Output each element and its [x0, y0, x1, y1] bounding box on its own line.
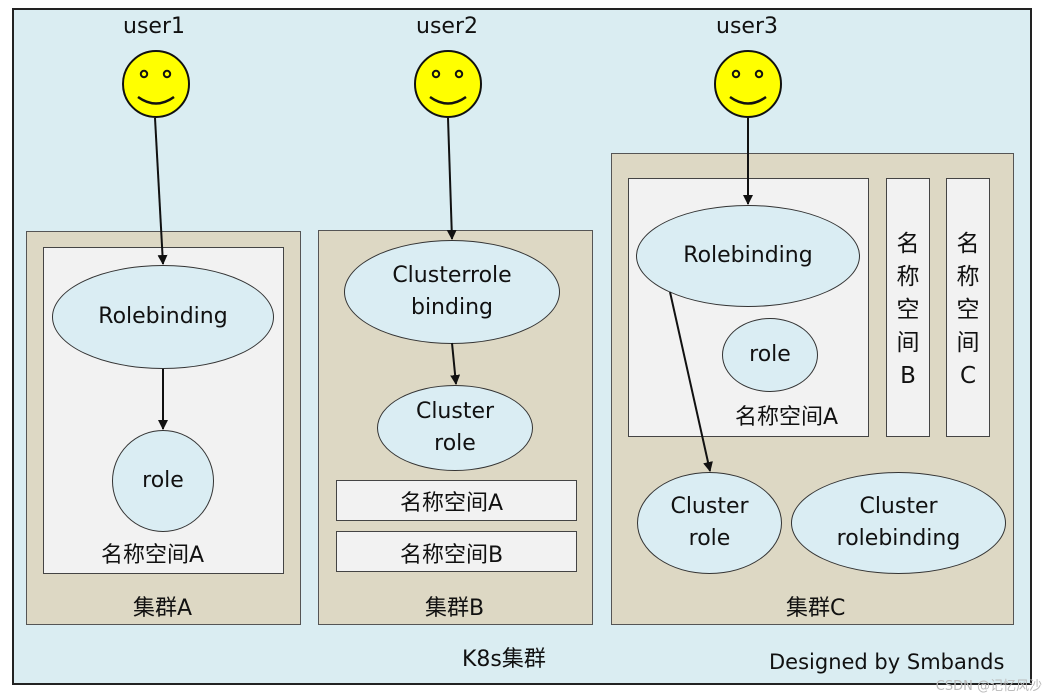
- cluster-c-rolebinding: Rolebinding: [636, 205, 860, 307]
- cluster-a-rolebinding: Rolebinding: [52, 265, 274, 369]
- cluster-b-namespace-a: [336, 480, 577, 521]
- ns-c-char: 间: [956, 330, 980, 356]
- cluster-a-rolebinding-label: Rolebinding: [98, 304, 228, 329]
- cluster-c-namespace-c-label: 名 称 空 间 C: [946, 228, 990, 393]
- designer-credit: Designed by Smbands: [769, 650, 1005, 674]
- crb-line1: Clusterrole: [392, 263, 512, 288]
- ns-c-char: C: [959, 363, 977, 389]
- ns-b-char: 间: [896, 330, 920, 356]
- cluster-c-role-label: role: [749, 342, 791, 367]
- cluster-c-namespace-a-label: 名称空间A: [735, 405, 839, 430]
- arrow-crb-to-clusterrole-b: [450, 342, 461, 385]
- cc-cr-line1: Cluster: [670, 494, 749, 519]
- cluster-a-role: role: [112, 430, 214, 532]
- cc-crb-line1: Cluster: [859, 494, 938, 519]
- cluster-b-clusterrole: Cluster role: [377, 385, 533, 471]
- cluster-c-namespace-b-label: 名 称 空 间 B: [886, 228, 930, 393]
- cluster-c-namespace-b: [886, 178, 930, 437]
- cluster-b-label: 集群B: [425, 596, 485, 621]
- cluster-c-namespace-c: [946, 178, 990, 437]
- cluster-b-namespace-b: [336, 531, 577, 572]
- ns-b-char: 称: [896, 264, 920, 290]
- ns-c-char: 名: [956, 231, 980, 257]
- ns-b-char: 名: [896, 231, 920, 257]
- user2-smiley-icon: [414, 50, 482, 118]
- cluster-b-namespace-b-label: 名称空间B: [400, 543, 504, 568]
- cluster-b-clusterrolebinding: Clusterrole binding: [344, 240, 560, 344]
- crb-line2: binding: [410, 295, 493, 320]
- cluster-c-rolebinding-label: Rolebinding: [683, 243, 813, 268]
- arrow-user1-to-rolebinding: [154, 117, 168, 265]
- cc-cr-line2: role: [688, 526, 731, 551]
- user1-smiley-icon: [122, 50, 190, 118]
- ns-c-char: 称: [956, 264, 980, 290]
- cluster-c-clusterrole: Cluster role: [637, 472, 782, 574]
- ns-b-char: B: [900, 363, 916, 389]
- user3-label: user3: [716, 14, 778, 39]
- cluster-a-label: 集群A: [133, 596, 193, 621]
- ns-c-char: 空: [956, 297, 980, 323]
- cluster-c-label: 集群C: [786, 596, 846, 621]
- watermark: CSDN @记忆风沙: [935, 679, 1042, 694]
- arrow-rolebinding-to-clusterrole-c: [669, 291, 713, 472]
- cr-line2: role: [434, 431, 476, 456]
- cluster-a-role-label: role: [142, 468, 184, 493]
- ns-b-char: 空: [896, 297, 920, 323]
- arrow-user2-to-clusterrolebinding: [446, 117, 457, 240]
- user3-smiley-icon: [714, 50, 782, 118]
- cluster-a-namespace-label: 名称空间A: [101, 543, 205, 568]
- cr-line1: Cluster: [415, 399, 495, 424]
- k8s-cluster-title: K8s集群: [462, 647, 546, 672]
- cluster-c-role: role: [722, 318, 818, 392]
- cc-crb-line2: rolebinding: [836, 526, 961, 551]
- user2-label: user2: [416, 14, 478, 39]
- cluster-b-namespace-a-label: 名称空间A: [400, 491, 504, 516]
- user1-label: user1: [123, 14, 185, 39]
- cluster-c-clusterrolebinding: Cluster rolebinding: [791, 472, 1006, 574]
